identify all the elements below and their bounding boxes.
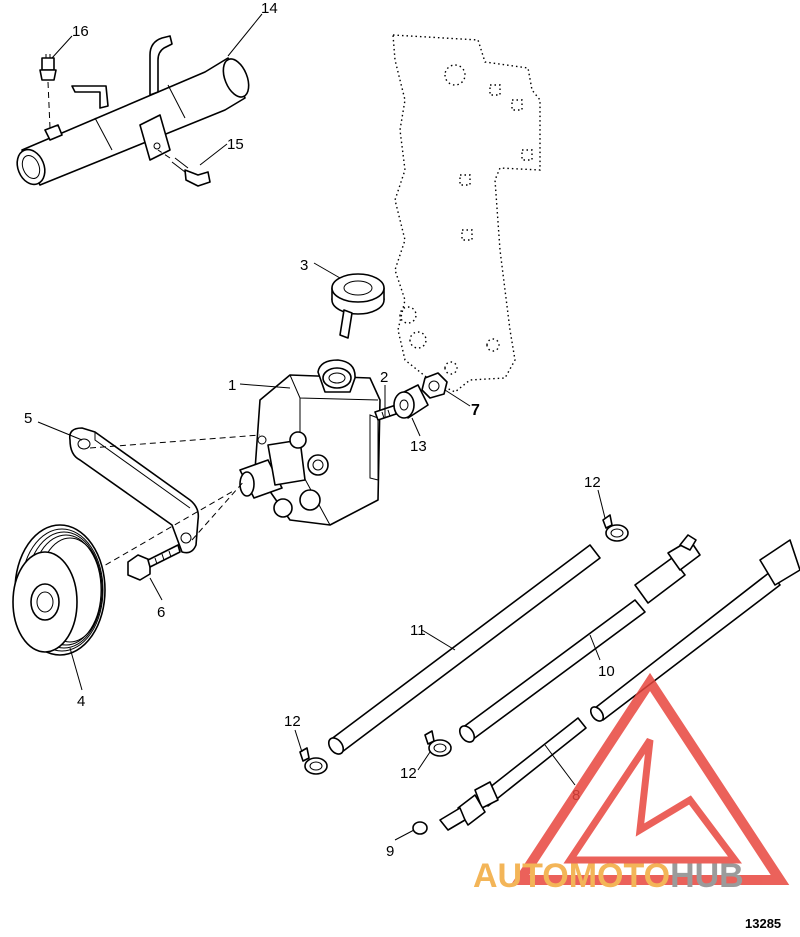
callout-9: 9	[386, 843, 394, 860]
nut	[421, 372, 448, 399]
leader-lines	[37, 13, 606, 841]
hose-clamp-b	[299, 747, 328, 775]
hose-11	[327, 544, 601, 755]
engine-bracket-outline	[392, 34, 541, 393]
callout-12-middle: 12	[400, 765, 417, 782]
tube-screw	[157, 149, 211, 187]
watermark-logo-triangle	[510, 672, 790, 885]
callout-10: 10	[598, 663, 615, 680]
callout-14: 14	[261, 0, 278, 17]
watermark: AUTOMOTOHUB	[473, 672, 790, 895]
callout-1: 1	[228, 377, 236, 394]
callout-6: 6	[157, 604, 165, 621]
reservoir-cap	[331, 273, 385, 339]
watermark-text-1: AUTOMOTO	[473, 857, 670, 895]
callout-13: 13	[410, 438, 427, 455]
temperature-sensor	[39, 54, 57, 129]
spacer	[393, 384, 429, 419]
watermark-logo-inner	[563, 738, 742, 864]
hose-clamp-a	[602, 514, 629, 542]
hose-10	[458, 534, 701, 743]
callout-4: 4	[77, 693, 85, 710]
watermark-text-2: HUB	[670, 857, 744, 895]
callout-12-left: 12	[284, 713, 301, 730]
o-ring	[412, 821, 428, 835]
watermark-text: AUTOMOTOHUB	[473, 857, 744, 895]
assembly-lines	[44, 434, 261, 601]
callout-15: 15	[227, 136, 244, 153]
figure-number: 13285	[745, 916, 781, 931]
callout-2: 2	[380, 369, 388, 386]
bracket-bolt	[127, 544, 181, 581]
callout-11: 11	[410, 622, 426, 639]
callout-7: 7	[471, 402, 480, 419]
callout-16: 16	[72, 23, 89, 40]
callout-3: 3	[300, 257, 308, 274]
callout-5: 5	[24, 410, 32, 427]
power-steering-pump	[239, 359, 381, 526]
pulley	[12, 524, 106, 656]
hose-8	[439, 539, 800, 831]
pump-bracket	[68, 427, 200, 554]
cooling-tube	[16, 35, 250, 186]
callout-12-top: 12	[584, 474, 601, 491]
hose-clamp-c	[424, 730, 452, 757]
